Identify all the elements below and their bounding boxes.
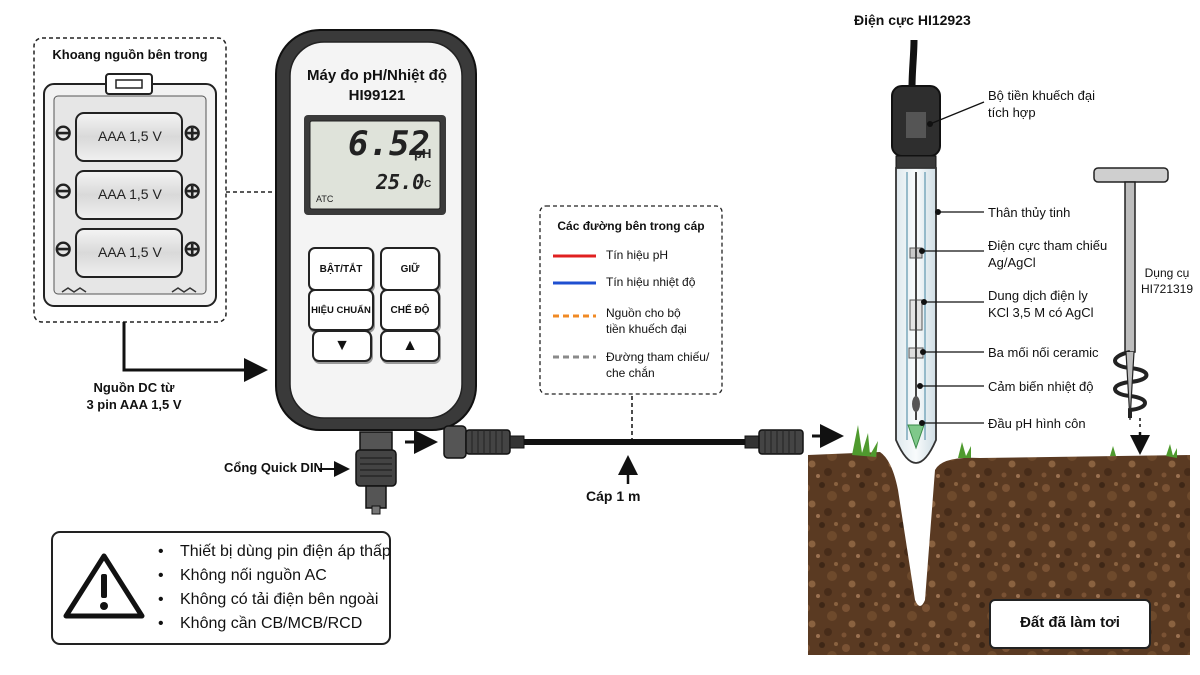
part-ceramic-junctions: Ba mối nối ceramic: [988, 345, 1099, 360]
battery-minus-icon: ⊖: [54, 120, 73, 145]
battery-cell-1: [75, 112, 183, 162]
battery-plus-icon: ⊕: [183, 178, 202, 203]
battery-cell-2: [75, 170, 183, 220]
cable-1m: [443, 425, 804, 459]
lcd-ph-unit: pH: [414, 146, 432, 161]
soil-tool-hi721319: [1093, 167, 1169, 421]
part-reference-electrode: Điện cực tham chiếu Ag/AgCl: [988, 238, 1108, 270]
hold-button[interactable]: GIỮ: [380, 247, 440, 291]
soil-label: Đất đã làm tơi: [1020, 614, 1120, 631]
battery-compartment: [33, 37, 227, 323]
warning-triangle-icon: [70, 560, 140, 620]
quick-din-port-label: Cổng Quick DIN: [224, 460, 323, 475]
cable-legend-box: [539, 205, 723, 395]
lcd-temp-value: 25.0: [376, 170, 425, 194]
warning-item: Thiết bị dùng pin điện áp thấp: [158, 540, 391, 564]
up-arrow-button[interactable]: ▲: [380, 330, 440, 362]
lcd-ph-value: 6.52: [348, 124, 430, 164]
battery-minus-icon: ⊖: [54, 178, 73, 203]
battery-cell-3: [75, 228, 183, 278]
cable-legend-title: Các đường bên trong cáp: [557, 219, 705, 233]
battery-cell-2-label: AAA 1,5 V: [98, 186, 162, 202]
electrode-leaders: [920, 101, 985, 424]
part-glass-body: Thân thủy tinh: [988, 205, 1071, 220]
lcd-atc: ATC: [316, 194, 334, 204]
legend-temp-signal: Tín hiệu nhiệt độ: [606, 275, 696, 289]
calibrate-button[interactable]: HIỆU CHUẨN: [308, 289, 374, 331]
warning-item: Không nối nguồn AC: [158, 564, 391, 588]
warning-item: Không có tải điện bên ngoài: [158, 588, 391, 612]
cable-length-label: Cáp 1 m: [586, 488, 641, 504]
down-arrow-button[interactable]: ▼: [312, 330, 372, 362]
battery-plus-icon: ⊕: [183, 120, 202, 145]
legend-preamp-power: Nguồn cho bộ tiền khuếch đại: [606, 306, 687, 336]
part-electrolyte: Dung dịch điện ly KCl 3,5 M có AgCl: [988, 288, 1094, 320]
meter-title: Máy đo pH/Nhiệt độ: [307, 67, 447, 84]
battery-cell-3-label: AAA 1,5 V: [98, 244, 162, 260]
battery-plus-icon: ⊕: [183, 236, 202, 261]
battery-title: Khoang nguồn bên trong: [52, 47, 208, 62]
legend-ph-signal: Tín hiệu pH: [606, 248, 669, 262]
part-temp-sensor: Cảm biến nhiệt độ: [988, 379, 1094, 394]
battery-minus-icon: ⊖: [54, 236, 73, 261]
lcd-temp-unit: °C: [420, 179, 432, 190]
meter-model: HI99121: [348, 87, 406, 104]
soil-tool-label: Dụng cụ HI721319: [1140, 266, 1194, 296]
warning-item: Không cần CB/MCB/RCD: [158, 612, 391, 636]
warning-list: Thiết bị dùng pin điện áp thấp Không nối…: [158, 540, 391, 636]
electrode-hi12923: [891, 39, 941, 464]
mode-button[interactable]: CHẾ ĐỘ: [380, 289, 440, 331]
power-button[interactable]: BẬT/TẮT: [308, 247, 374, 291]
part-preamplifier: Bộ tiền khuếch đại tích hợp: [988, 88, 1095, 120]
battery-cell-1-label: AAA 1,5 V: [98, 128, 162, 144]
electrode-title: Điện cực HI12923: [854, 12, 971, 28]
part-conical-tip: Đầu pH hình côn: [988, 416, 1086, 431]
dc-source-label: Nguồn DC từ 3 pin AAA 1,5 V: [86, 380, 182, 412]
legend-reference-shield: Đường tham chiếu/ che chắn: [606, 350, 710, 380]
